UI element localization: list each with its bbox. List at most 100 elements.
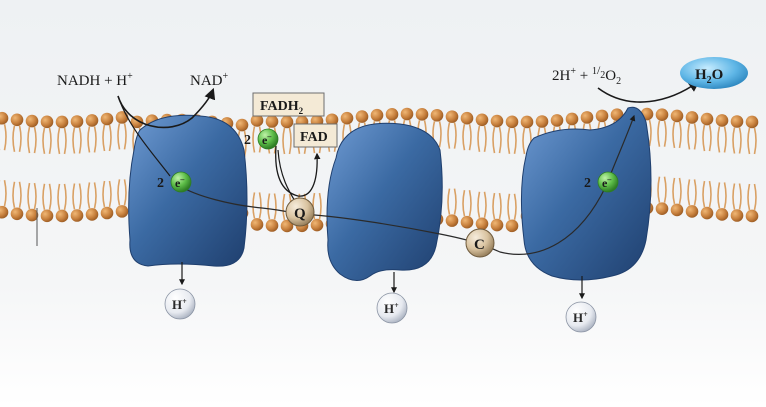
lipid-head: [445, 110, 459, 123]
lipid-head: [610, 108, 624, 122]
lipid-head: [445, 214, 459, 227]
lipid-tail: [702, 180, 706, 208]
lipid-tail: [492, 126, 496, 154]
lipid-head: [730, 209, 744, 222]
fadh2-box: FADH2: [252, 92, 325, 117]
lipid-head: [655, 202, 669, 216]
oxygen-to-water-arrow: [597, 80, 700, 103]
lipid-head: [595, 109, 609, 123]
lipid-head: [685, 111, 699, 124]
lipid-tail: [678, 177, 682, 205]
lipid-tail: [93, 126, 97, 153]
lipid-tail: [483, 125, 487, 152]
lipid-head: [745, 115, 759, 129]
lipid-tail: [492, 192, 496, 220]
cytochrome-c: C: [465, 228, 495, 258]
lipid-head: [70, 209, 84, 222]
lipid-tail: [57, 183, 61, 211]
ubiquinone-q: Q: [285, 197, 315, 227]
lipid-tail: [273, 193, 277, 220]
lipid-tail: [663, 176, 667, 203]
lipid-tail: [468, 124, 472, 151]
lipid-tail: [27, 126, 31, 154]
lipid-tail: [48, 127, 52, 154]
nad-label: NAD+: [190, 71, 229, 89]
electron-pair-complex-3: 2 e–: [584, 171, 619, 193]
lipid-tail: [42, 127, 46, 154]
fadh2-to-fad-arrow: [275, 145, 321, 197]
lipid-head: [715, 114, 729, 127]
lipid-head: [355, 110, 369, 123]
lipid-head: [250, 218, 264, 231]
lipid-head: [70, 115, 84, 128]
lipid-tail: [63, 127, 67, 155]
lipid-tail: [282, 127, 286, 155]
lipid-tail: [318, 192, 322, 220]
lipid-tail: [447, 122, 451, 149]
fadh2-to-q-line: [277, 149, 299, 207]
lipid-head: [460, 215, 474, 229]
lipid-head: [400, 107, 414, 121]
lipid-head: [325, 113, 339, 127]
lipid-head: [265, 219, 279, 232]
lipid-head: [55, 209, 69, 223]
svg-text:FADH2: FADH2: [260, 99, 304, 116]
lipid-tail: [747, 183, 751, 211]
svg-text:Q: Q: [294, 206, 306, 222]
lipid-head: [25, 114, 39, 128]
lipid-tail: [258, 192, 262, 219]
svg-text:e–: e–: [175, 175, 185, 190]
lipid-tail: [687, 123, 691, 150]
lipid-head: [430, 108, 444, 122]
lipid-head: [265, 115, 279, 128]
lipid-head: [490, 218, 504, 232]
fad-box: FAD: [293, 123, 338, 148]
lipid-tail: [498, 126, 502, 154]
proton-1: H+: [164, 288, 196, 320]
svg-text:e–: e–: [262, 132, 272, 147]
lipid-tail: [672, 121, 676, 149]
lipid-head: [100, 206, 114, 220]
lipid-head: [310, 218, 324, 232]
lipid-head: [565, 112, 579, 126]
lipid-head: [520, 115, 534, 129]
svg-text:H+: H+: [384, 301, 399, 316]
lipid-head: [85, 114, 99, 127]
lipid-tail: [648, 119, 652, 147]
lipid-head: [385, 108, 399, 121]
lipid-head: [370, 108, 384, 122]
lipid-tail: [477, 191, 481, 218]
lipid-tail: [723, 126, 727, 153]
svg-text:e–: e–: [602, 175, 612, 190]
lipid-tail: [678, 121, 682, 149]
lipid-tail: [72, 127, 76, 154]
lipid-tail: [78, 127, 82, 154]
protein-complex-3: [520, 106, 652, 281]
lipid-tail: [483, 191, 487, 218]
lipid-head: [10, 207, 24, 221]
lipid-tail: [33, 182, 37, 210]
lipid-head: [115, 205, 129, 218]
lipid-head: [280, 115, 294, 129]
lipid-tail: [513, 127, 517, 154]
lipid-head: [40, 209, 54, 223]
lipid-tail: [477, 125, 481, 152]
lipid-tail: [18, 181, 22, 208]
lipid-head: [235, 118, 249, 132]
nadh-to-nad-arrow: [117, 87, 216, 129]
lipid-tail: [672, 177, 676, 205]
lipid-head: [475, 113, 489, 127]
lipid-tail: [123, 179, 127, 206]
lipid-tail: [462, 124, 466, 151]
lipid-head: [745, 209, 759, 223]
lipid-head: [55, 115, 69, 129]
lipid-tail: [702, 124, 706, 152]
lipid-tail: [12, 125, 16, 152]
lipid-head: [670, 203, 684, 217]
lipid-head: [730, 115, 744, 128]
lipid-tail: [87, 182, 91, 209]
lipid-tail: [747, 127, 751, 155]
lipid-head: [115, 111, 129, 124]
lipid-head: [700, 112, 714, 126]
svg-text:2: 2: [584, 176, 591, 191]
